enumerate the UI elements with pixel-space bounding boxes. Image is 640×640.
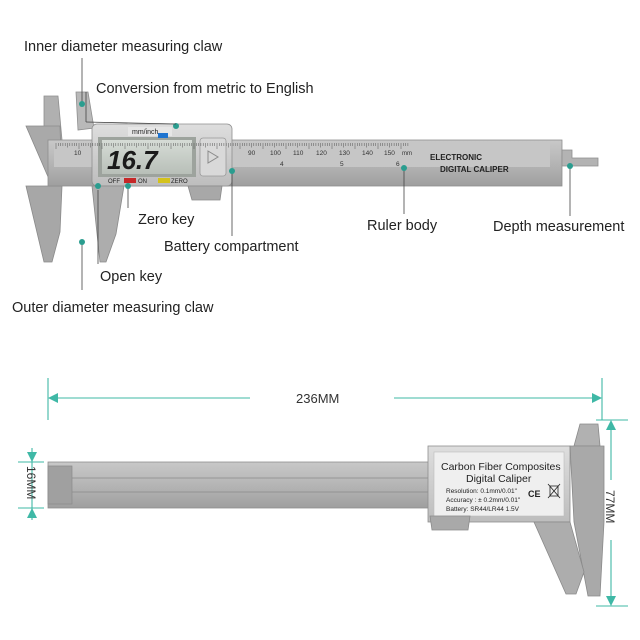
off-label: OFF <box>108 179 120 185</box>
brand-line-2: DIGITAL CALIPER <box>440 165 509 174</box>
dim-height-arrow-top <box>606 420 616 430</box>
dim-length-label: 236MM <box>296 391 339 406</box>
label-conversion: Conversion from metric to English <box>96 81 314 97</box>
ruler-mm-tick-7: 150 <box>384 150 395 157</box>
dot-outer-claw <box>79 239 85 245</box>
back-resolution: Resolution: 0.1mm/0.01" <box>446 488 518 495</box>
back-sliding-outer-claw <box>533 521 585 595</box>
back-fixed-outer-claw <box>569 445 605 597</box>
dot-inner-claw <box>79 101 85 107</box>
ruler-mm-tick-2: 100 <box>270 150 281 157</box>
ruler-inch-tick-2: 6 <box>396 161 400 168</box>
on-label: ON <box>138 179 147 185</box>
back-label-plate <box>433 451 565 517</box>
label-battery: Battery compartment <box>164 239 299 255</box>
back-upper-claw <box>573 423 601 447</box>
sliding-inner-claw <box>75 91 95 131</box>
dim-length-arrow-left <box>48 393 58 403</box>
label-open-key: Open key <box>100 269 163 285</box>
ruler-inch-tick-1: 5 <box>340 161 344 168</box>
sliding-outer-claw <box>91 185 125 263</box>
side-button <box>199 137 227 177</box>
caliper-front-view: mm/inch 16.7 OFF ON ZERO 10 90 100 110 1… <box>25 91 599 263</box>
back-beam-end <box>47 465 73 505</box>
dot-zero-key <box>125 183 131 189</box>
ruler-inch-tick-0: 4 <box>280 161 284 168</box>
lcd-screen <box>102 140 192 174</box>
depth-rod <box>561 149 599 167</box>
unit-button-label: mm/inch <box>132 129 159 136</box>
ruler-mm-tick-0: 10 <box>74 150 82 157</box>
off-button <box>124 178 136 183</box>
dot-battery <box>229 168 235 174</box>
dim-body-label: 16MM <box>24 466 38 499</box>
brand-line-1: ELECTRONIC <box>430 153 482 162</box>
weee-bin-icon <box>547 483 561 499</box>
back-title-line-2: Digital Caliper <box>466 473 532 485</box>
ruler-mm-tick-3: 110 <box>293 150 304 157</box>
dim-height-label: 77MM <box>603 490 617 523</box>
pointer-conversion-h <box>85 121 177 125</box>
label-outer-claw: Outer diameter measuring claw <box>12 300 214 316</box>
ruler-mm-tick-1: 90 <box>248 150 256 157</box>
back-title-line-1: Carbon Fiber Composites <box>441 461 561 473</box>
ruler-unit: mm <box>402 151 412 157</box>
ruler-mm-tick-5: 130 <box>339 150 350 157</box>
ruler-mm-tick-4: 120 <box>316 150 327 157</box>
ce-mark: CE <box>528 489 541 499</box>
dim-height-arrow-bottom <box>606 596 616 606</box>
side-button-arrow-icon <box>207 150 219 164</box>
dimension-lines <box>18 378 628 607</box>
caliper-back-view: Carbon Fiber Composites Digital Caliper … <box>47 423 605 597</box>
lcd-reading: 16.7 <box>107 145 159 175</box>
label-zero-key: Zero key <box>138 212 195 228</box>
back-battery: Battery: SR44/LR44 1.5V <box>446 506 520 513</box>
unit-button <box>158 133 168 138</box>
dot-conversion <box>173 123 179 129</box>
fixed-outer-claw <box>25 185 63 263</box>
label-ruler-body: Ruler body <box>367 218 438 234</box>
dot-depth <box>567 163 573 169</box>
dim-body-arrow-top <box>27 452 37 462</box>
zero-label: ZERO <box>171 179 188 185</box>
label-inner-claw: Inner diameter measuring claw <box>24 39 223 55</box>
thumb-wheel <box>187 185 223 201</box>
dot-ruler-body <box>401 165 407 171</box>
dim-length-arrow-right <box>592 393 602 403</box>
ruler-mm-tick-6: 140 <box>362 150 373 157</box>
back-thumb-wheel <box>429 515 471 531</box>
label-depth: Depth measurement <box>493 219 625 235</box>
back-beam <box>47 461 431 509</box>
dim-body-arrow-bottom <box>27 508 37 518</box>
pointer-lines <box>81 58 571 290</box>
dot-open-key <box>95 183 101 189</box>
pointer-dots <box>79 101 573 245</box>
zero-button <box>158 178 170 183</box>
ruler-ticks <box>55 143 409 149</box>
unit-button-bg <box>128 127 172 136</box>
back-accuracy: Accuracy : ± 0.2mm/0.01" <box>446 497 521 504</box>
